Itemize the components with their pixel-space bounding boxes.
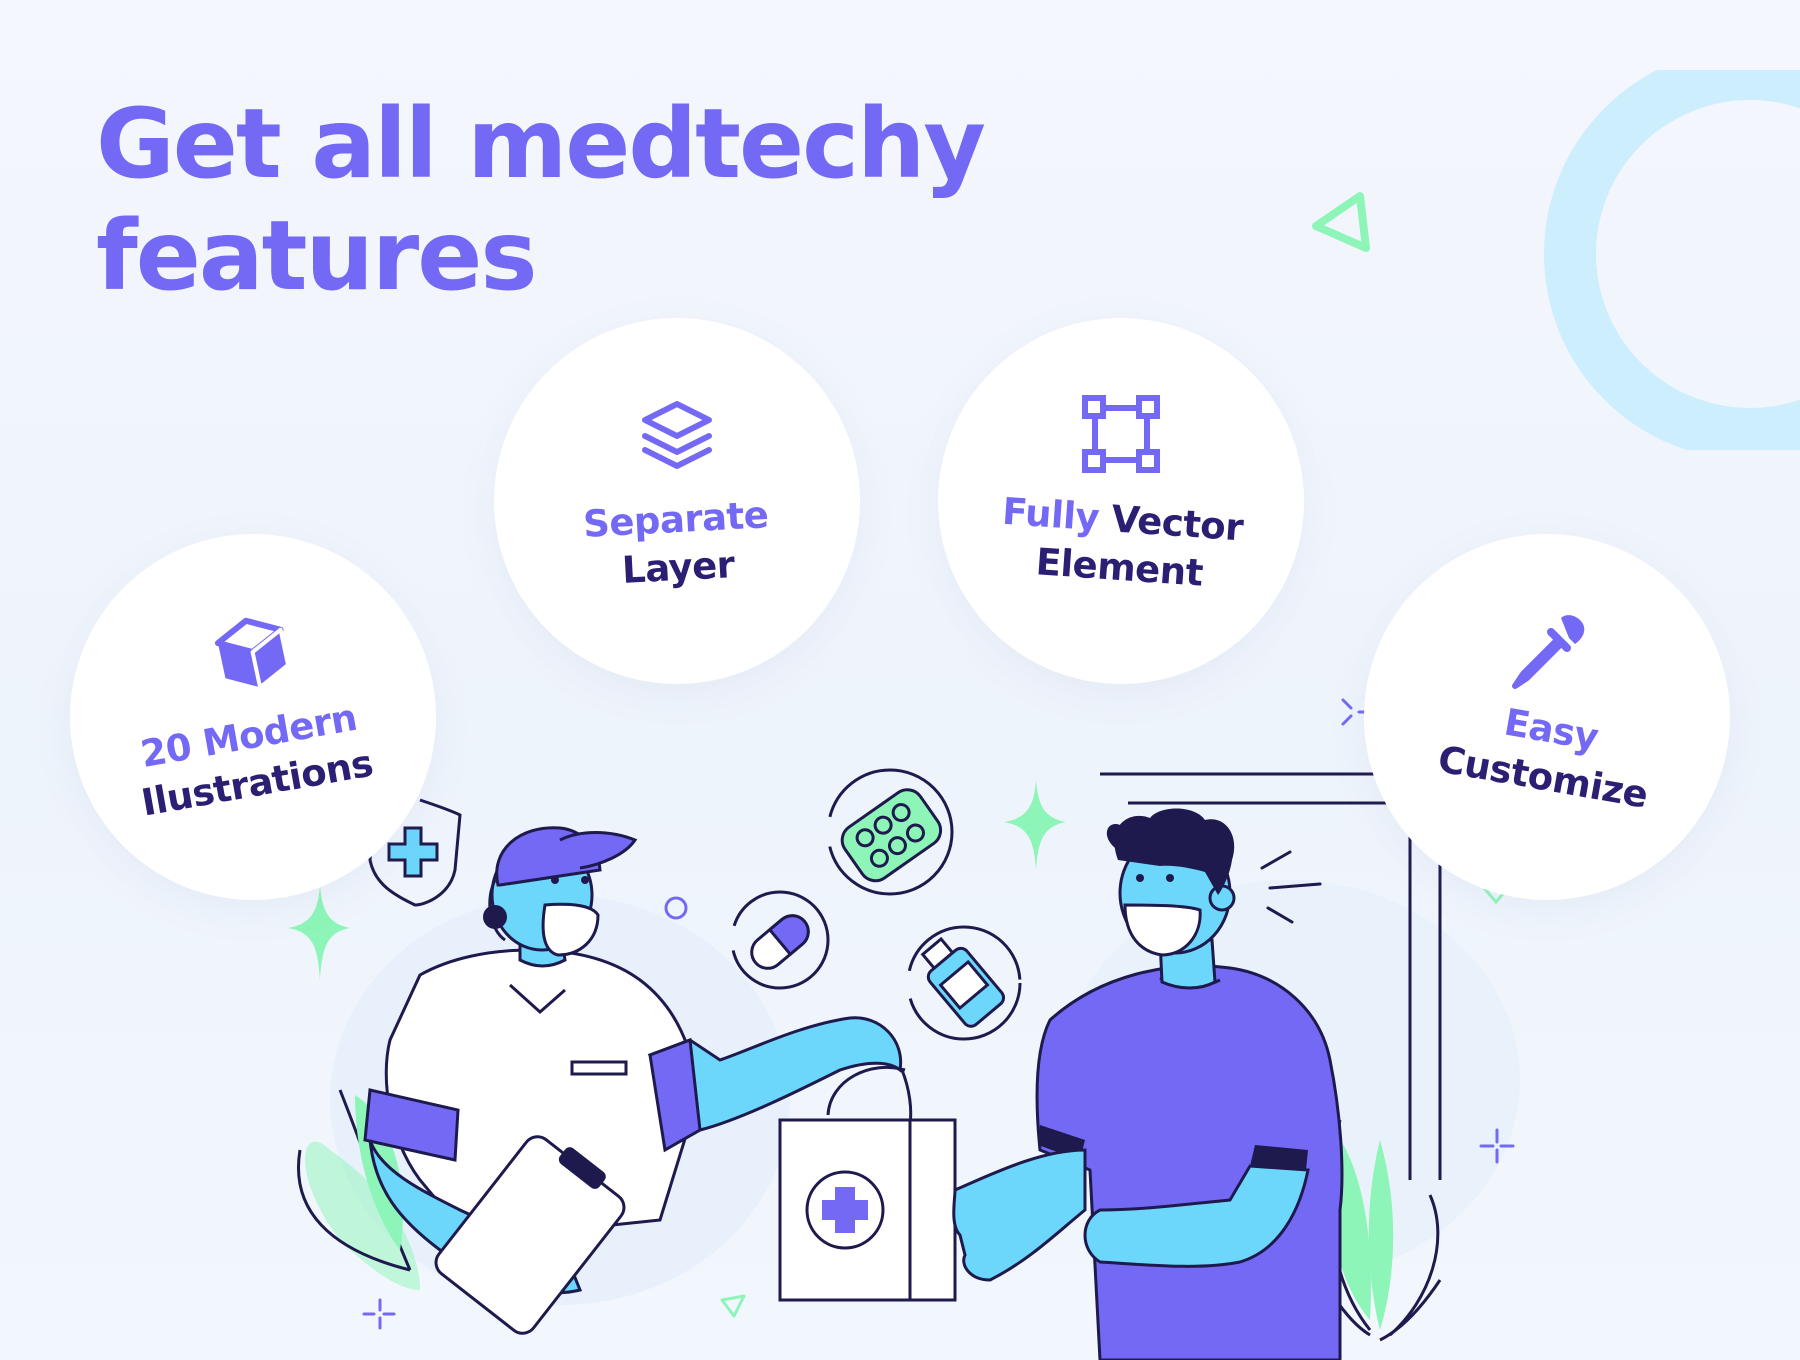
delivery-worker xyxy=(363,826,903,1335)
ring-decoration xyxy=(1544,70,1800,450)
page-title: Get all medtechy features xyxy=(96,88,986,312)
medicine-bottle-icon xyxy=(906,925,1022,1041)
page-title-line-2: features xyxy=(96,200,537,312)
feature-badge-layers: Separate Layer xyxy=(494,318,860,684)
triangle-decoration xyxy=(1312,192,1370,252)
small-triangle-decoration xyxy=(720,1294,746,1318)
sparkle-decoration xyxy=(288,780,1066,980)
layers-icon xyxy=(642,401,712,469)
page-title-line-1: Get all medtechy xyxy=(96,88,986,200)
pill-blister-icon xyxy=(826,768,954,896)
shield-cross-icon xyxy=(368,798,462,907)
cube-icon xyxy=(214,617,291,690)
small-circle-decoration xyxy=(664,896,688,920)
motion-lines xyxy=(1260,850,1322,924)
capsule-icon xyxy=(730,890,830,990)
feature-badge-illustrations: 20 Modern Ilustrations xyxy=(70,534,436,900)
feature-label: Fully Vector Element xyxy=(935,483,1307,604)
eyedropper-icon xyxy=(1512,615,1585,689)
feature-badge-customize: Easy Customize xyxy=(1364,534,1730,900)
feature-label-word-1: Fully xyxy=(1000,489,1101,540)
vector-frame-icon xyxy=(1082,395,1160,473)
feature-label: Easy Customize xyxy=(1358,675,1735,833)
plus-sparkle-decoration xyxy=(362,698,1515,1330)
feature-badge-vector: Fully Vector Element xyxy=(938,318,1304,684)
feature-label: Separate Layer xyxy=(492,486,863,601)
feature-label: 20 Modern Ilustrations xyxy=(64,681,441,839)
customer xyxy=(952,808,1344,1360)
feature-label-word-2: Vector xyxy=(1109,497,1245,550)
medicine-bag xyxy=(778,1065,957,1302)
